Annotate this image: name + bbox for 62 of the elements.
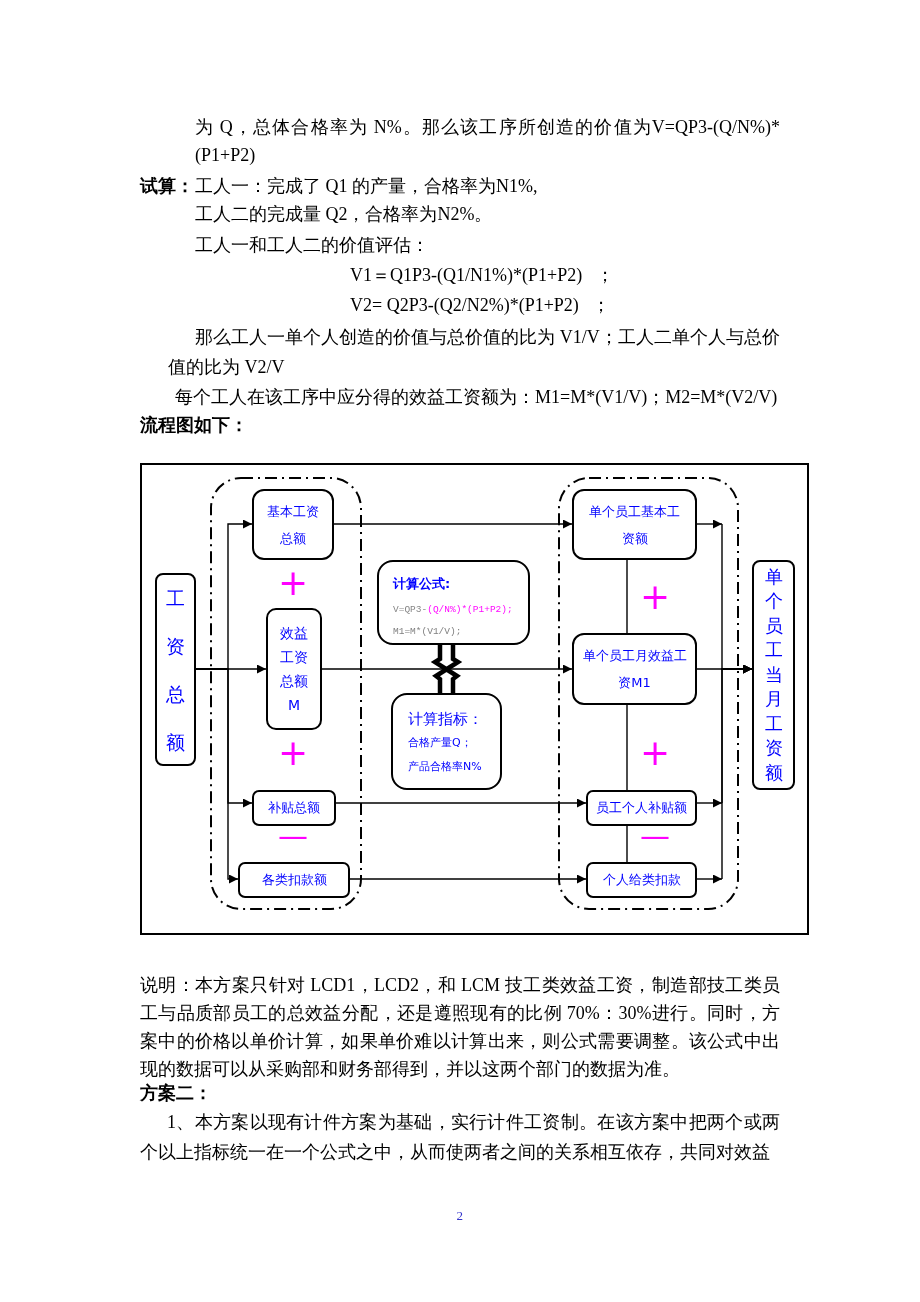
box-label: 单个员工月效益工资M1 bbox=[581, 647, 688, 692]
arrow bbox=[696, 874, 723, 884]
text-line: 工人一和工人二的价值评估： bbox=[195, 234, 429, 256]
box-label: 效益工资总额M bbox=[279, 624, 309, 715]
rounded-box bbox=[266, 608, 322, 730]
plus-sign: + bbox=[640, 738, 671, 768]
text-line: 工人一：完成了 Q1 的产量，合格率为N1%, bbox=[195, 175, 538, 197]
plus-sign: + bbox=[278, 568, 309, 598]
indicator-title: 计算指标： bbox=[408, 710, 483, 729]
arrow bbox=[335, 798, 587, 808]
plus-sign: + bbox=[278, 738, 309, 768]
dash-dot-group bbox=[210, 477, 362, 910]
box-label: 补贴总额 bbox=[268, 799, 320, 817]
vertical-box bbox=[752, 560, 795, 790]
text-line: 每个工人在该工序中应分得的效益工资额为：M1=M*(V1/V)；M2=M*(V2/V) bbox=[175, 386, 778, 408]
connector-line bbox=[626, 825, 628, 863]
rounded-box bbox=[391, 693, 502, 790]
rounded-box bbox=[252, 790, 336, 826]
paragraph: 那么工人一单个人创造的价值与总价值的比为 V1/V；工人二单个人与总价值的比为 V2/V bbox=[168, 326, 780, 379]
arrow bbox=[349, 874, 587, 884]
formula-line: V2= Q2P3-(Q2/N2%)*(P1+P2) ； bbox=[350, 294, 611, 316]
box-label: 员工个人补贴额 bbox=[596, 799, 687, 817]
rounded-box bbox=[586, 790, 697, 826]
rounded-box bbox=[586, 862, 697, 898]
paragraph: 1、本方案以现有计件方案为基础，实行计件工资制。在该方案中把两个或两个以上指标统一在一个公式之中，从而使两者之间的关系相互依存，共同对效益 bbox=[140, 1111, 780, 1164]
indicator-line: 产品合格率N% bbox=[408, 759, 482, 774]
rounded-box bbox=[377, 560, 530, 645]
paragraph: 为 Q，总体合格率为 N%。那么该工序所创造的价值为V=QP3-(Q/N%)*(P1+P2) bbox=[195, 116, 780, 167]
paragraph: 说明：本方案只针对 LCD1，LCD2，和 LCM 技工类效益工资，制造部技工类员工与品质部员工的总效益分配，还是遵照现有的比例 70%：30%进行。同时，方案中的价格以单价计算，如果单价难以计算出来，则公式需要调整。该公式中出现的数据可以从采购部和财务部得到，并以这两个部门的数据为准。 bbox=[140, 974, 780, 1081]
arrow bbox=[321, 664, 573, 674]
bold-heading: 试算： bbox=[140, 175, 194, 197]
formula-line: M1=M*(V1/V); bbox=[393, 625, 462, 638]
arrow bbox=[333, 519, 573, 529]
double-line-connector bbox=[430, 642, 463, 696]
rounded-box bbox=[572, 633, 697, 705]
rounded-box bbox=[252, 489, 334, 560]
indicator-line: 合格产量Q； bbox=[408, 735, 472, 750]
merge-arrow bbox=[721, 664, 753, 880]
text-line: 工人二的完成量 Q2，合格率为N2%。 bbox=[195, 203, 493, 225]
vertical-box bbox=[155, 573, 196, 766]
bold-heading: 流程图如下： bbox=[140, 414, 248, 436]
bold-heading: 方案二： bbox=[140, 1082, 212, 1104]
plus-sign: + bbox=[640, 582, 671, 612]
arrow bbox=[696, 798, 723, 808]
box-label: 单个员工基本工资额 bbox=[588, 502, 681, 548]
arrow bbox=[195, 668, 239, 884]
rounded-box bbox=[572, 489, 697, 560]
connector-line bbox=[626, 704, 628, 791]
minus-sign: — bbox=[278, 821, 308, 851]
arrow bbox=[696, 519, 723, 529]
formula-line: V1＝Q1P3-(Q1/N1%)*(P1+P2) ； bbox=[350, 264, 614, 286]
rounded-box bbox=[238, 862, 350, 898]
minus-sign: — bbox=[640, 821, 670, 851]
box-label: 个人给类扣款 bbox=[602, 871, 681, 889]
box-label: 各类扣款额 bbox=[261, 871, 327, 889]
vertical-label: 工资总额 bbox=[165, 585, 186, 755]
box-label: 基本工资总额 bbox=[266, 502, 320, 548]
connector-line bbox=[626, 559, 628, 634]
formula-title: 计算公式: bbox=[393, 575, 451, 593]
vertical-label: 单个员工当月工资额 bbox=[763, 564, 784, 785]
page-number: 2 bbox=[456, 1208, 463, 1224]
dash-dot-group bbox=[558, 477, 739, 910]
